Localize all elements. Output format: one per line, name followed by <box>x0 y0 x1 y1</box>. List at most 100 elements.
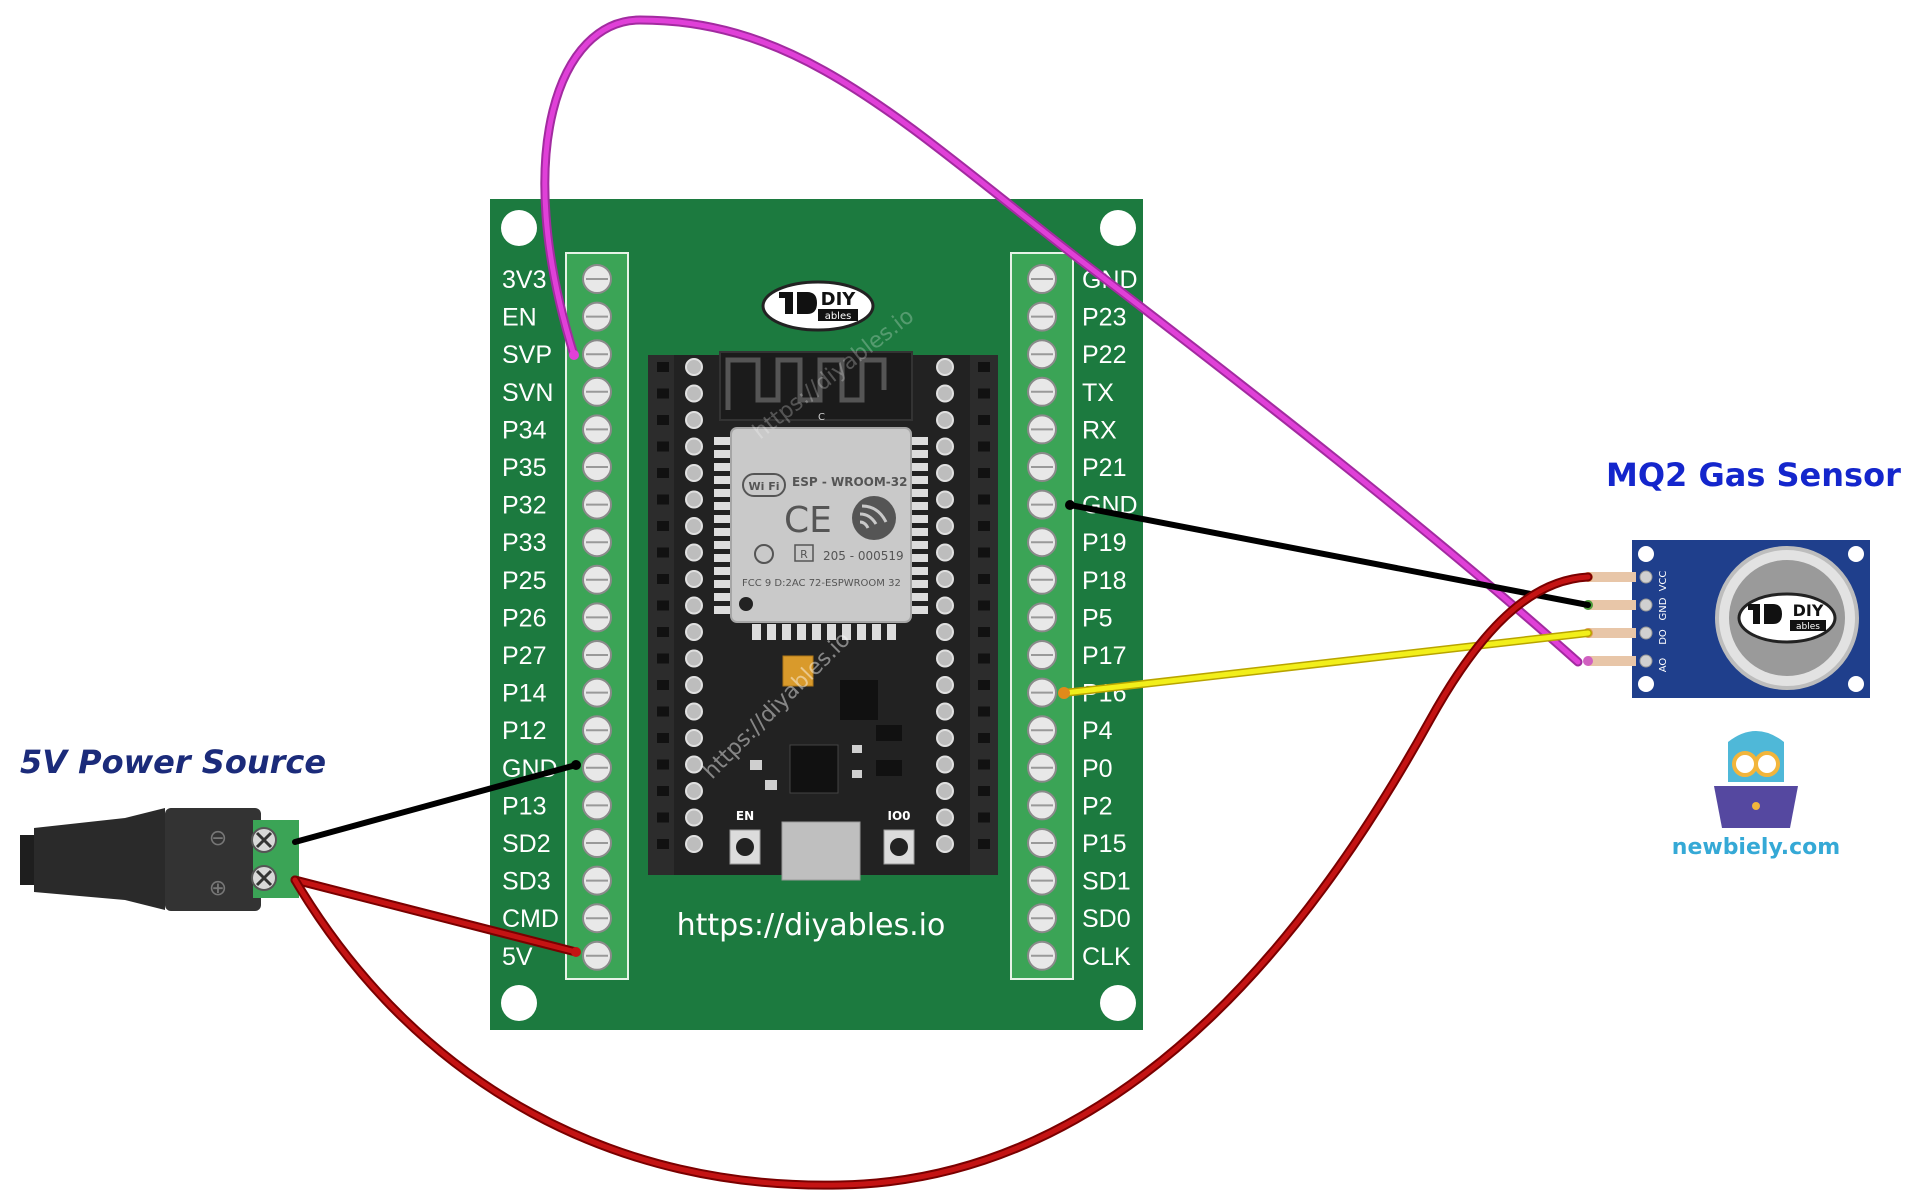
devkit-pad <box>936 702 954 721</box>
header-hole <box>657 733 669 743</box>
devkit-pad <box>685 649 703 668</box>
smd-part-1 <box>750 760 762 770</box>
module-pad <box>912 528 928 536</box>
wroom-castellated-pads <box>714 437 928 640</box>
pin1-dot <box>739 597 753 611</box>
header-hole <box>657 680 669 690</box>
sensor-pin <box>1588 572 1636 582</box>
right-pin-label: P5 <box>1082 604 1113 632</box>
right-pin-labels: GNDP23P22TXRXP21GNDP19P18P5P17P16P4P0P2P… <box>1082 266 1138 971</box>
header-hole <box>657 362 669 372</box>
sensor-pin-pad <box>1639 654 1653 668</box>
mount-hole-bottom-right <box>1100 985 1136 1021</box>
sensor-logo-icon <box>1748 604 1782 624</box>
transistor-1 <box>876 725 902 741</box>
regulator-chip <box>840 680 878 720</box>
devkit-pad <box>936 384 954 403</box>
left-pin-label: P14 <box>502 680 547 708</box>
module-pad <box>714 541 730 549</box>
devkit-pad <box>936 835 954 853</box>
sensor-hole-tl <box>1638 546 1654 562</box>
right-pin-label: SD0 <box>1082 905 1131 933</box>
module-pad <box>842 624 851 640</box>
left-pin-label: SVN <box>502 379 553 407</box>
devkit-pad <box>685 835 703 853</box>
sensor-pin-headers <box>1583 570 1653 668</box>
module-pad <box>887 624 896 640</box>
left-pin-label: SD2 <box>502 830 551 858</box>
devkit-pad <box>936 570 954 588</box>
jack-tip <box>20 835 36 885</box>
antenna-area <box>719 351 913 421</box>
header-hole <box>978 786 990 796</box>
devkit-pad <box>685 623 703 641</box>
sensor-hole-bl <box>1638 676 1654 692</box>
plus-symbol: ⊕ <box>209 876 227 901</box>
devkit-pad <box>685 384 703 403</box>
wire-end-gnd-right <box>1065 500 1075 510</box>
antenna-mark: C <box>818 412 825 423</box>
devkit-pad <box>936 464 954 482</box>
wires <box>290 15 1593 1190</box>
module-pad <box>857 624 866 640</box>
usb-connector <box>781 821 861 881</box>
module-pad <box>912 515 928 523</box>
left-pin-label: P34 <box>502 416 547 444</box>
sensor-pin-pad <box>1639 626 1653 640</box>
button-en-cap <box>736 838 754 856</box>
sensor-hole-tr <box>1848 546 1864 562</box>
left-pin-label: SD3 <box>502 868 551 896</box>
module-pad <box>714 515 730 523</box>
module-pad <box>872 624 881 640</box>
module-pad <box>912 606 928 614</box>
module-pad <box>912 567 928 575</box>
devkit-pad <box>936 649 954 668</box>
wire-end-gnd-left <box>571 760 581 770</box>
wire-do-p16 <box>1061 630 1591 696</box>
wire-power-gnd <box>292 762 579 845</box>
left-pin-label: P25 <box>502 567 546 595</box>
devkit-pad <box>685 570 703 588</box>
right-pin-label: P18 <box>1082 567 1126 595</box>
wire-ao-svp <box>542 17 1581 665</box>
header-hole <box>657 706 669 717</box>
fcc-text: FCC 9 D:2AC 72-ESPWROOM 32 <box>742 578 901 589</box>
sensor-pin-end <box>1583 656 1593 666</box>
header-hole <box>978 547 990 558</box>
module-pad <box>714 450 730 458</box>
left-pin-label: CMD <box>502 905 559 933</box>
module-pad <box>714 489 730 497</box>
devkit-pad <box>936 782 954 800</box>
left-pin-label: P12 <box>502 717 546 745</box>
devkit-pad <box>685 782 703 800</box>
devkit-pin-pads <box>685 358 954 853</box>
header-hole <box>978 653 990 664</box>
left-pin-label: P13 <box>502 792 546 820</box>
wire-end-5v <box>571 947 581 957</box>
devkit-pad <box>685 702 703 721</box>
devkit-pad <box>936 729 954 747</box>
header-hole <box>978 759 990 770</box>
sensor-logo-text: DIY <box>1793 601 1824 620</box>
mount-hole-top-left <box>501 210 537 246</box>
wire-end-p16 <box>1058 687 1070 699</box>
module-pad <box>714 476 730 484</box>
usb-uart-chip <box>789 744 839 794</box>
header-hole <box>978 362 990 372</box>
right-pin-label: TX <box>1082 379 1114 407</box>
module-pad <box>912 489 928 497</box>
header-hole <box>657 441 669 452</box>
devkit-pad <box>685 729 703 747</box>
jack-body <box>34 808 165 910</box>
sensor-pin-label: GND <box>1658 597 1669 620</box>
header-hole <box>657 521 669 531</box>
header-hole <box>978 494 990 505</box>
sensor-pin-label: VCC <box>1658 571 1669 592</box>
transistor-2 <box>876 760 902 776</box>
reg-r: R <box>800 548 808 561</box>
board-diyables-logo: DIY ables <box>761 280 875 332</box>
sensor-pin-label: AO <box>1658 658 1669 673</box>
header-right <box>970 355 998 875</box>
